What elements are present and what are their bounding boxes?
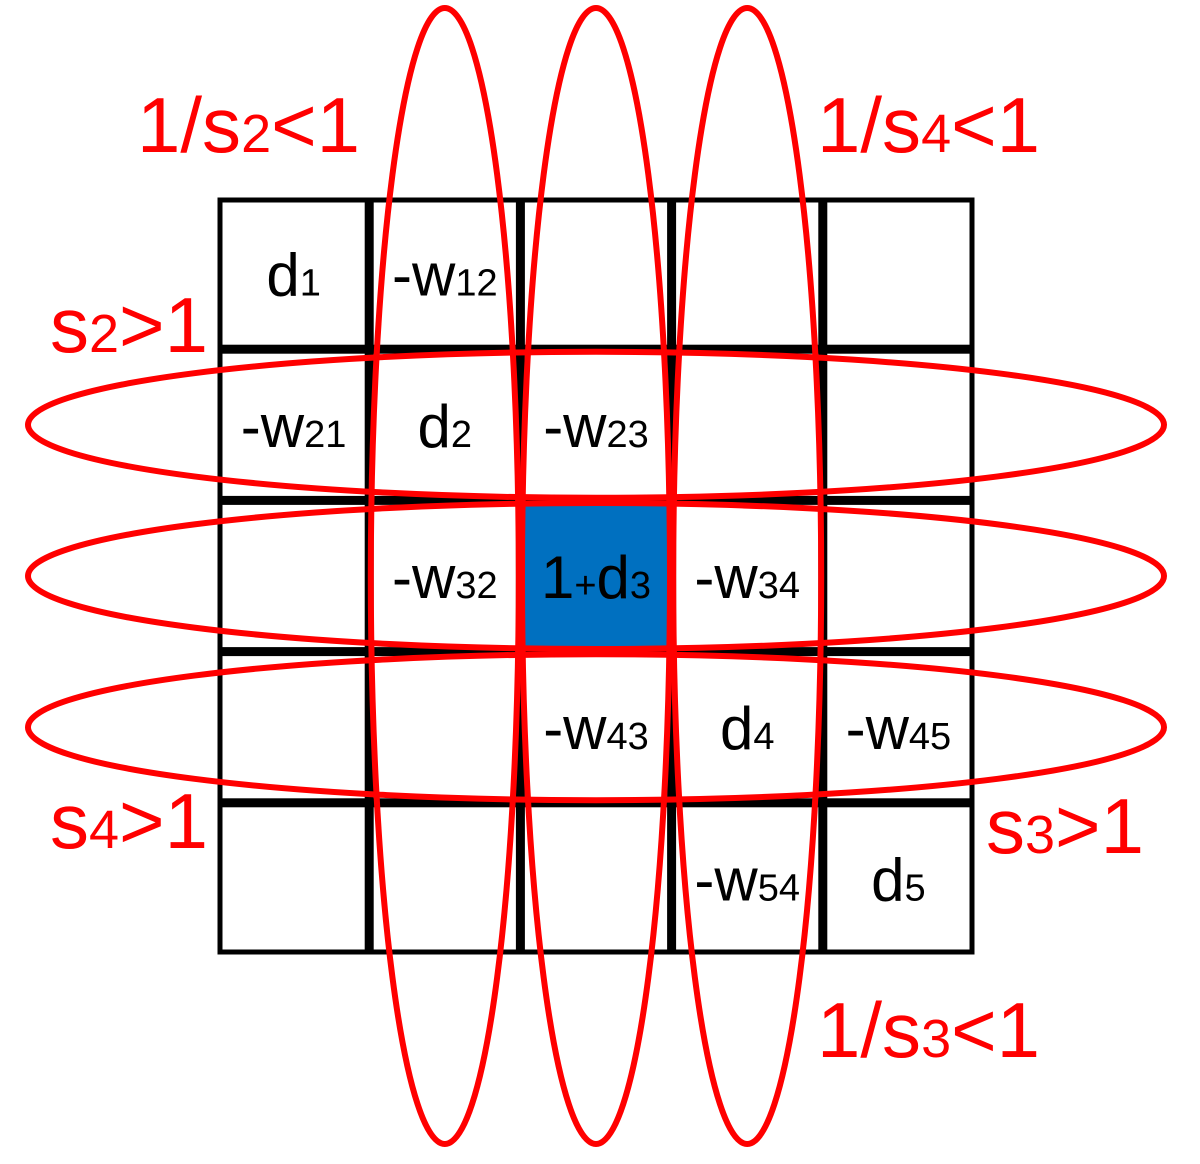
matrix-entry: -w45 — [846, 695, 952, 762]
matrix-entry: d2 — [418, 393, 473, 460]
matrix-cell — [671, 197, 824, 350]
matrix-entry: -w43 — [543, 695, 649, 762]
matrix-entry-subscript: 43 — [607, 716, 649, 758]
matrix-cell — [822, 499, 975, 653]
label-left-upper-prefix: s — [50, 281, 89, 369]
matrix-entry-base: d — [266, 242, 299, 309]
matrix-entry-base: -w — [543, 695, 607, 762]
matrix-cell — [519, 802, 673, 955]
matrix-entry-subscript: 12 — [455, 263, 497, 305]
matrix-entry-base: -w — [543, 393, 607, 460]
row-scaling-ellipse — [25, 651, 1167, 804]
matrix-entry-base: -w — [694, 544, 758, 611]
column-scaling-ellipse — [519, 5, 673, 1147]
matrix-entry-base: -w — [694, 846, 758, 913]
matrix-entry-subscript: 5 — [905, 867, 926, 909]
matrix-entry-base: 1+d — [541, 544, 630, 611]
matrix-entry-subscript: 34 — [758, 565, 800, 607]
label-bottom-right-prefix: 1/s — [817, 986, 921, 1074]
matrix-entry: -w12 — [392, 242, 498, 309]
label-right-lower: s3>1 — [986, 782, 1144, 870]
matrix-entry-base: -w — [392, 544, 456, 611]
label-top-left: 1/s2<1 — [137, 81, 360, 169]
matrix-entry: -w34 — [694, 544, 800, 611]
matrix-entry-subscript: 32 — [455, 565, 497, 607]
label-left-lower-prefix: s — [50, 777, 89, 865]
matrix-cell — [822, 197, 975, 350]
label-left-upper: s2>1 — [50, 281, 208, 369]
label-top-left-sub: 2 — [241, 104, 271, 164]
matrix-entry-base: -w — [392, 242, 456, 309]
matrix-cell — [671, 348, 824, 501]
matrix-entry: -w32 — [392, 544, 498, 611]
matrix-cell — [217, 197, 370, 350]
column-scaling-ellipse — [367, 5, 522, 1147]
matrix-entry: d1 — [266, 242, 321, 309]
label-top-right: 1/s4<1 — [817, 81, 1040, 169]
matrix-entry-base: -w — [846, 695, 910, 762]
matrix-entry: -w23 — [543, 393, 649, 460]
label-right-lower-sub: 3 — [1025, 805, 1055, 865]
matrix-cell — [368, 802, 521, 955]
matrix-entry-subscript: 3 — [630, 565, 651, 607]
scaling-ellipses — [25, 5, 1167, 1147]
label-bottom-right: 1/s3<1 — [817, 986, 1040, 1074]
label-left-upper-suffix: >1 — [119, 281, 208, 369]
label-left-lower-sub: 4 — [89, 800, 119, 860]
label-bottom-right-suffix: <1 — [951, 986, 1040, 1074]
matrix-entry-subscript: 21 — [304, 414, 346, 456]
matrix-entry-subscript: 45 — [909, 716, 951, 758]
matrix-entry: d5 — [871, 846, 926, 913]
label-top-left-prefix: 1/s — [137, 81, 241, 169]
matrix-cell — [217, 499, 370, 653]
label-left-lower-suffix: >1 — [119, 777, 208, 865]
matrix-entry-base: d — [418, 393, 451, 460]
column-scaling-ellipse — [670, 5, 825, 1147]
matrix-cell — [671, 802, 824, 955]
matrix-entry-subscript: 23 — [607, 414, 649, 456]
matrix-cell — [822, 651, 975, 804]
label-left-upper-sub: 2 — [89, 304, 119, 364]
matrix-cell — [368, 651, 521, 804]
label-top-right-suffix: <1 — [951, 81, 1040, 169]
matrix-cell — [822, 802, 975, 955]
matrix-entry: -w54 — [694, 846, 800, 913]
matrix-entry-base: -w — [241, 393, 305, 460]
label-top-left-suffix: <1 — [271, 81, 360, 169]
highlighted-cell — [520, 500, 672, 652]
label-top-right-prefix: 1/s — [817, 81, 921, 169]
matrix-cell — [519, 197, 673, 350]
matrix-entry-subscript: 4 — [753, 716, 774, 758]
matrix-cell — [368, 197, 521, 350]
label-top-right-sub: 4 — [921, 104, 951, 164]
row-scaling-ellipse — [25, 348, 1167, 501]
label-bottom-right-sub: 3 — [921, 1009, 951, 1069]
label-left-lower: s4>1 — [50, 777, 208, 865]
label-right-lower-prefix: s — [986, 782, 1025, 870]
matrix-cell — [217, 348, 370, 501]
matrix-entry-base: d — [871, 846, 904, 913]
matrix-entry: 1+d3 — [541, 544, 651, 611]
matrix-entry-subscript: 54 — [758, 867, 800, 909]
matrix-entry-subscript: 2 — [451, 414, 472, 456]
matrix-entry: -w21 — [241, 393, 347, 460]
row-scaling-ellipse — [25, 500, 1167, 652]
matrix-cell — [217, 802, 370, 955]
matrix-entry-base: d — [720, 695, 753, 762]
matrix-entry-subscript: 1 — [300, 263, 321, 305]
matrix-cell — [217, 651, 370, 804]
matrix-cell — [822, 348, 975, 501]
matrix-entry: d4 — [720, 695, 775, 762]
label-right-lower-suffix: >1 — [1055, 782, 1144, 870]
